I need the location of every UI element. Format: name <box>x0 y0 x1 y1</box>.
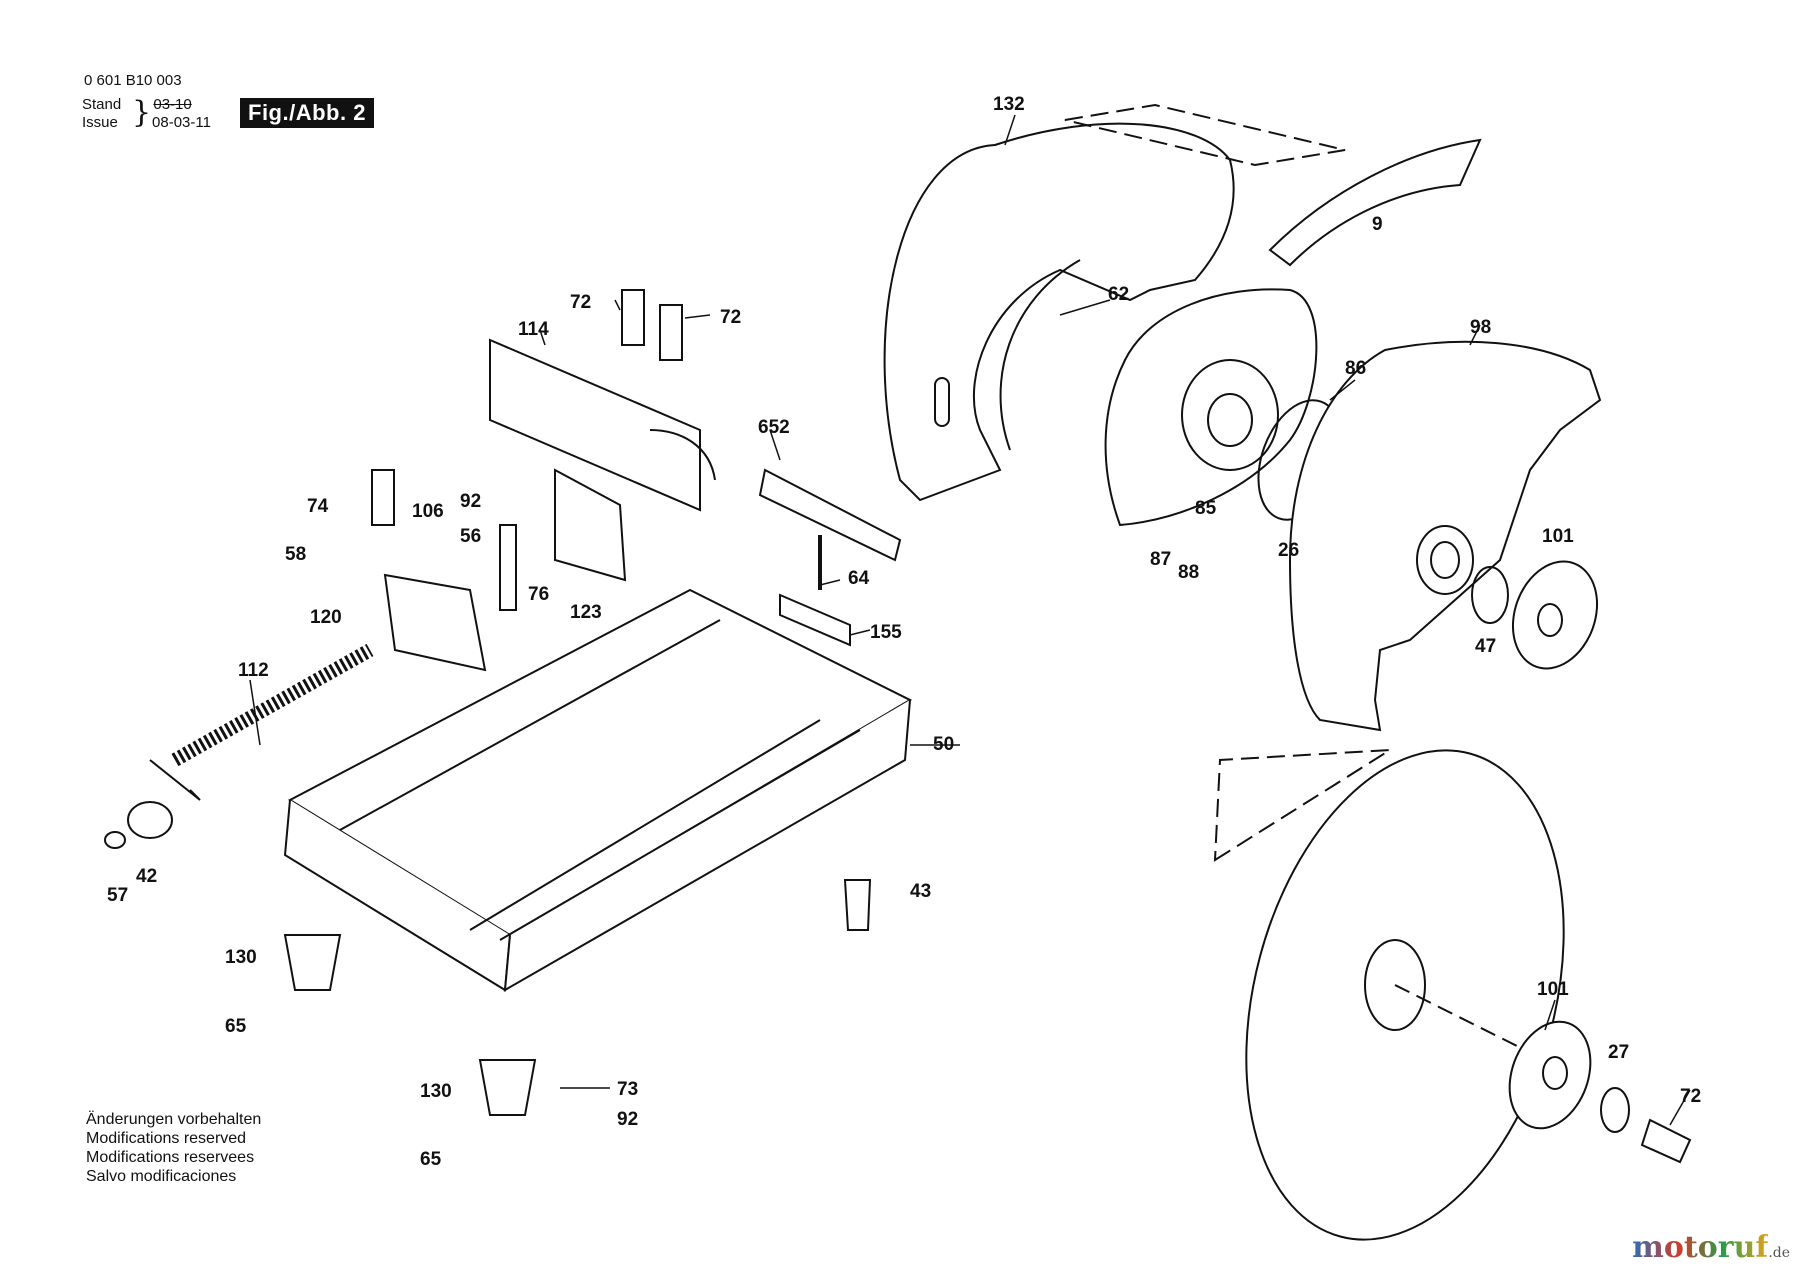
upper-flange <box>1511 560 1599 670</box>
label-56: 56 <box>460 526 481 547</box>
brace-icon: } <box>132 95 152 130</box>
lower-flange <box>1508 1020 1592 1130</box>
base-plate <box>283 588 913 992</box>
watermark-logo: motoruf.de <box>1632 1230 1790 1265</box>
label-65-top: 65 <box>225 1016 247 1037</box>
label-26: 26 <box>1278 540 1299 561</box>
label-120: 120 <box>310 607 342 628</box>
bolt-43 <box>843 879 872 931</box>
label-74: 74 <box>307 496 329 517</box>
stand-value: 03-10 <box>153 96 192 113</box>
note-en: Modifications reserved <box>86 1130 247 1147</box>
label-92-top: 92 <box>460 491 481 512</box>
label-132: 132 <box>993 94 1025 115</box>
circlip-ring <box>1471 566 1509 624</box>
part-number-labels: 132 9 62 98 86 72 72 114 652 74 106 92 5… <box>107 94 1701 1170</box>
issue-label: Issue <box>82 114 118 131</box>
label-98: 98 <box>1470 317 1491 338</box>
lower-blade-guard <box>1288 340 1602 732</box>
label-76: 76 <box>528 584 549 605</box>
label-62: 62 <box>1108 284 1129 305</box>
label-155: 155 <box>870 622 902 643</box>
wrench <box>758 468 902 562</box>
issue-row: Issue 08-03-11 <box>82 114 211 132</box>
bolt-72-left <box>621 289 645 346</box>
label-73: 73 <box>617 1079 638 1100</box>
label-58: 58 <box>285 544 306 565</box>
label-101-top: 101 <box>1542 526 1574 547</box>
label-72-disc: 72 <box>1680 1086 1701 1107</box>
fence-bracket <box>489 338 716 512</box>
bolt-74 <box>371 469 395 526</box>
cutting-disc <box>1213 749 1565 1241</box>
stand-label: Stand <box>82 96 122 113</box>
modification-notes: Änderungen vorbehalten Modifications res… <box>86 1110 261 1186</box>
label-652: 652 <box>758 417 790 438</box>
label-86: 86 <box>1345 358 1366 379</box>
watermark-text: motoruf <box>1632 1230 1769 1265</box>
label-27: 27 <box>1608 1042 1629 1063</box>
rubber-foot-1 <box>283 934 342 991</box>
label-65-bottom: 65 <box>420 1149 442 1170</box>
label-47: 47 <box>1475 636 1496 657</box>
label-72-right: 72 <box>720 307 741 328</box>
label-130-bottom: 130 <box>420 1081 452 1102</box>
bolt-72-disc <box>1640 1118 1692 1164</box>
figure-badge: Fig./Abb. 2 <box>240 98 374 128</box>
rubber-foot-2 <box>478 1059 537 1116</box>
issue-value: 08-03-11 <box>152 114 211 131</box>
clamp-body <box>383 573 487 672</box>
inner-cover-plate <box>1104 288 1318 527</box>
label-112: 112 <box>238 660 269 681</box>
stand-row: Stand 03-10 <box>82 96 192 114</box>
plate-155 <box>779 593 851 647</box>
handle-knob <box>127 801 173 839</box>
label-87: 87 <box>1150 549 1171 570</box>
label-57: 57 <box>107 885 128 906</box>
label-42: 42 <box>136 866 157 887</box>
label-130-top: 130 <box>225 947 257 968</box>
label-106: 106 <box>412 501 444 522</box>
label-88: 88 <box>1178 562 1199 583</box>
washer-27 <box>1600 1087 1630 1133</box>
lead-screw <box>149 643 374 801</box>
note-de: Änderungen vorbehalten <box>86 1111 262 1128</box>
label-72-left: 72 <box>570 292 591 313</box>
pivot-pin <box>499 524 517 611</box>
label-114: 114 <box>518 319 549 340</box>
note-fr: Modifications reservees <box>86 1149 255 1166</box>
label-123: 123 <box>570 602 602 623</box>
watermark-suffix: .de <box>1768 1245 1790 1261</box>
label-85: 85 <box>1195 498 1217 519</box>
label-101-bottom: 101 <box>1537 979 1569 1000</box>
guard-insert-part <box>1268 138 1482 267</box>
label-43: 43 <box>910 881 931 902</box>
label-9: 9 <box>1372 214 1383 235</box>
note-es: Salvo modificaciones <box>86 1168 237 1185</box>
label-92-bottom: 92 <box>617 1109 638 1130</box>
bolt-72-right <box>659 304 683 361</box>
label-64: 64 <box>848 568 870 589</box>
document-number: 0 601 B10 003 <box>84 72 182 89</box>
washer-57 <box>104 831 126 849</box>
vise-bracket <box>554 468 627 582</box>
upper-blade-guard <box>883 122 1235 502</box>
label-50: 50 <box>933 734 954 755</box>
